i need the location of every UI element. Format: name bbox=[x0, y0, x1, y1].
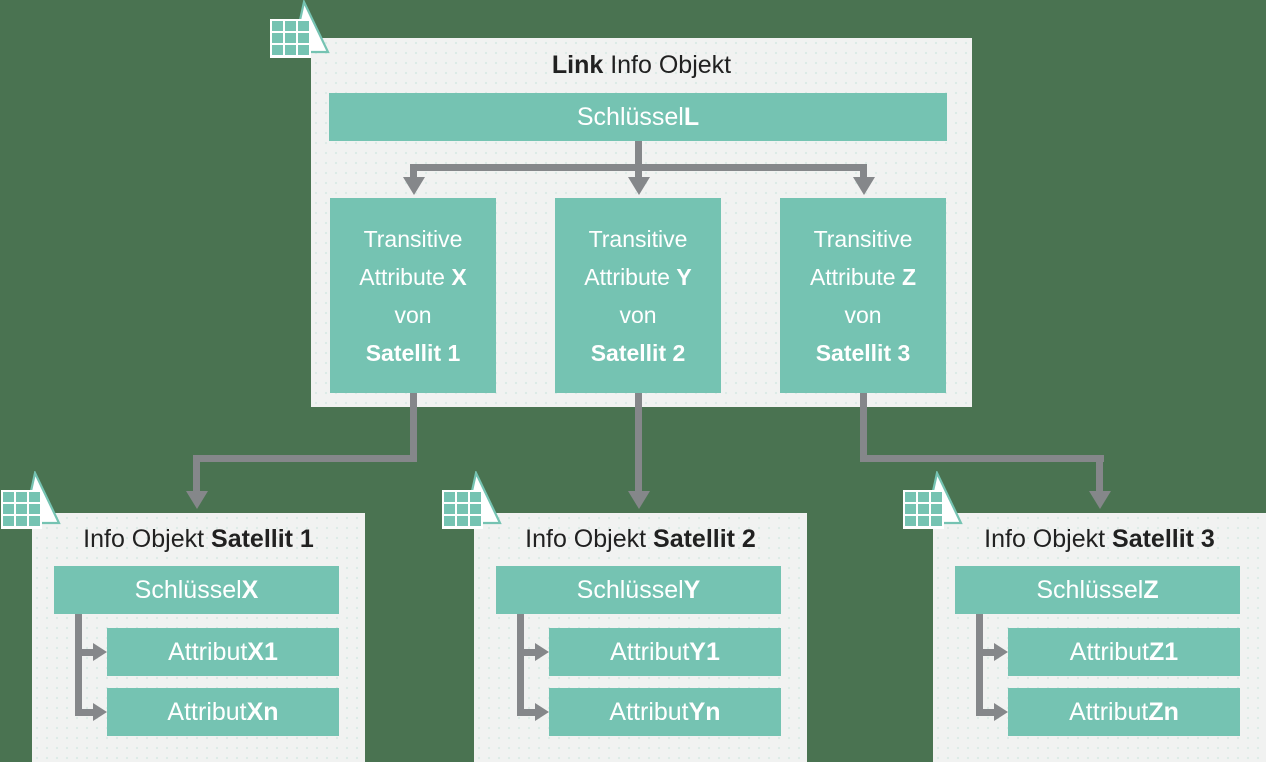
connector-line bbox=[976, 709, 998, 716]
connector-line bbox=[860, 393, 867, 462]
attribut-z1-bar: Attribut Z1 bbox=[1008, 628, 1240, 676]
arrow-down-icon bbox=[853, 177, 875, 195]
arrow-right-icon bbox=[994, 703, 1008, 721]
tbox-y-line4: Satellit 2 bbox=[590, 339, 686, 366]
transitive-attribute-box-x: Transitive Attribute X von Satellit 1 bbox=[330, 198, 496, 393]
connector-line bbox=[860, 455, 1104, 462]
satellite-1-title: Info Objekt Satellit 1 bbox=[83, 525, 314, 553]
infoobject-grid-icon bbox=[442, 469, 502, 529]
tbox-x-line1: Transitive bbox=[363, 225, 463, 252]
tbox-y-line1: Transitive bbox=[588, 225, 688, 252]
link-info-object-panel: Link Info Objekt Schlüssel L Transitive … bbox=[311, 38, 972, 407]
arrow-right-icon bbox=[93, 643, 107, 661]
arrow-right-icon bbox=[93, 703, 107, 721]
connector-line bbox=[75, 614, 82, 716]
connector-line bbox=[410, 393, 417, 462]
tbox-y-line3: von bbox=[619, 301, 657, 328]
link-panel-title: Link Info Objekt bbox=[311, 51, 972, 80]
connector-line bbox=[75, 649, 97, 656]
schluessel-z-bar: Schlüssel Z bbox=[955, 566, 1240, 614]
infoobject-grid-icon bbox=[903, 469, 963, 529]
connector-line bbox=[193, 455, 417, 462]
satellite-panel-3: Info Objekt Satellit 3 Schlüssel Z Attri… bbox=[933, 513, 1266, 762]
link-panel-title-bold: Link bbox=[551, 51, 604, 79]
arrow-down-icon bbox=[628, 177, 650, 195]
connector-line bbox=[635, 393, 642, 491]
connector-line bbox=[517, 709, 539, 716]
attribut-xn-bar: Attribut Xn bbox=[107, 688, 339, 736]
tbox-z-line2: Attribute Z bbox=[809, 263, 917, 290]
schluessel-l-bar: Schlüssel L bbox=[329, 93, 947, 141]
connector-line bbox=[517, 614, 524, 716]
arrow-right-icon bbox=[994, 643, 1008, 661]
connector-line bbox=[410, 164, 867, 171]
tbox-x-line4: Satellit 1 bbox=[365, 339, 461, 366]
attribut-zn-bar: Attribut Zn bbox=[1008, 688, 1240, 736]
satellite-2-title: Info Objekt Satellit 2 bbox=[525, 525, 756, 553]
arrow-right-icon bbox=[535, 703, 549, 721]
tbox-z-line3: von bbox=[844, 301, 882, 328]
connector-line bbox=[976, 614, 983, 716]
satellite-panel-2: Info Objekt Satellit 2 Schlüssel Y Attri… bbox=[474, 513, 807, 762]
schluessel-x-bar: Schlüssel X bbox=[54, 566, 339, 614]
schluessel-y-bar: Schlüssel Y bbox=[496, 566, 781, 614]
tbox-x-line3: von bbox=[394, 301, 432, 328]
arrow-down-icon bbox=[1089, 491, 1111, 509]
arrow-down-icon bbox=[403, 177, 425, 195]
infoobject-grid-icon bbox=[1, 469, 61, 529]
satellite-panel-1: Info Objekt Satellit 1 Schlüssel X Attri… bbox=[32, 513, 365, 762]
infoobject-grid-icon bbox=[270, 0, 330, 58]
connector-line bbox=[410, 164, 417, 177]
connector-line bbox=[976, 649, 998, 656]
attribut-y1-bar: Attribut Y1 bbox=[549, 628, 781, 676]
attribut-x1-bar: Attribut X1 bbox=[107, 628, 339, 676]
arrow-down-icon bbox=[186, 491, 208, 509]
transitive-attribute-box-z: Transitive Attribute Z von Satellit 3 bbox=[780, 198, 946, 393]
connector-line bbox=[517, 649, 539, 656]
tbox-z-line1: Transitive bbox=[813, 225, 913, 252]
schluessel-l-label: Schlüssel bbox=[576, 102, 684, 131]
tbox-x-line2: Attribute X bbox=[359, 263, 467, 290]
connector-line bbox=[860, 164, 867, 177]
satellite-3-title: Info Objekt Satellit 3 bbox=[984, 525, 1215, 553]
schluessel-l-key: L bbox=[683, 102, 700, 131]
connector-line bbox=[1096, 455, 1103, 491]
attribut-yn-bar: Attribut Yn bbox=[549, 688, 781, 736]
tbox-z-line4: Satellit 3 bbox=[815, 339, 911, 366]
transitive-attribute-box-y: Transitive Attribute Y von Satellit 2 bbox=[555, 198, 721, 393]
connector-line bbox=[635, 141, 642, 177]
connector-line bbox=[193, 455, 200, 491]
arrow-right-icon bbox=[535, 643, 549, 661]
arrow-down-icon bbox=[628, 491, 650, 509]
tbox-y-line2: Attribute Y bbox=[584, 263, 692, 290]
link-panel-title-rest: Info Objekt bbox=[603, 51, 732, 79]
connector-line bbox=[75, 709, 97, 716]
